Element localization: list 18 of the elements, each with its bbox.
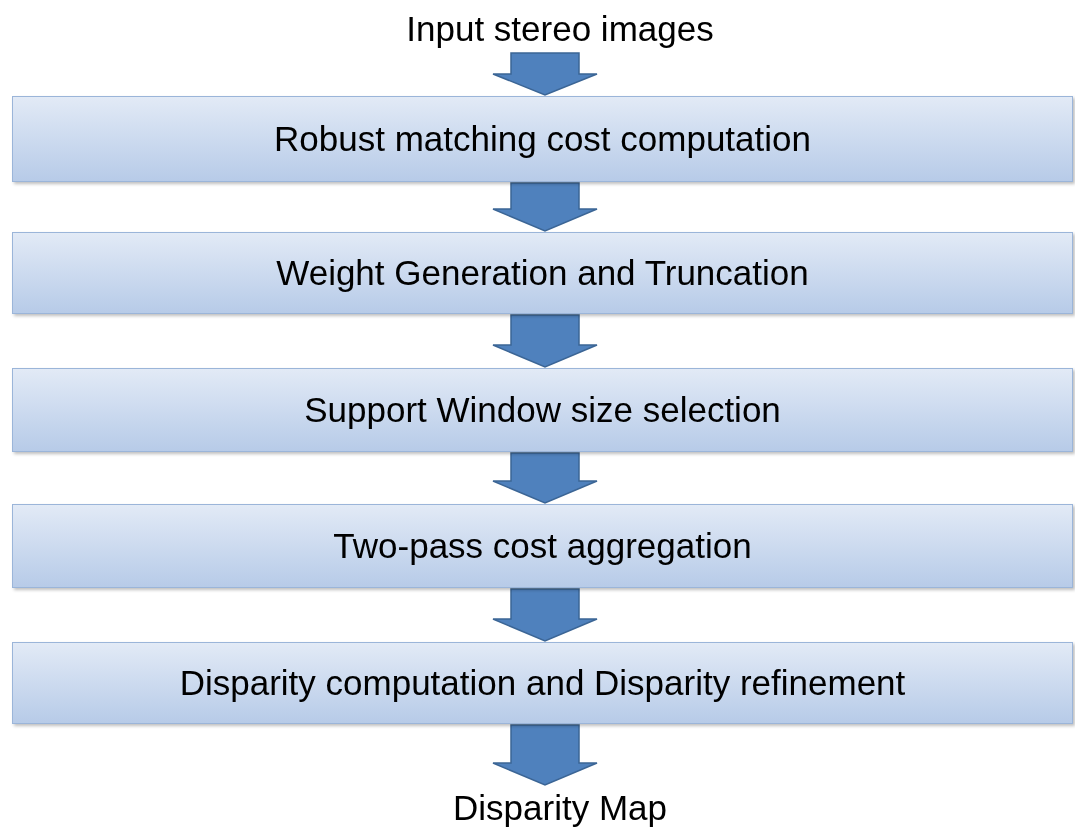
flow-label: Input stereo images xyxy=(406,8,714,51)
block-arrow xyxy=(492,182,598,232)
block-arrow xyxy=(492,314,598,368)
block-arrow xyxy=(492,452,598,504)
block-arrow xyxy=(492,52,598,96)
process-box xyxy=(12,232,1073,314)
block-arrow xyxy=(492,724,598,786)
process-box xyxy=(12,368,1073,452)
flow-label: Disparity Map xyxy=(453,787,667,830)
step-label: Weight Generation and Truncation xyxy=(276,252,809,295)
step-label: Robust matching cost computation xyxy=(274,118,811,161)
step-label: Disparity computation and Disparity refinement xyxy=(179,662,906,705)
process-box xyxy=(12,642,1073,724)
process-box xyxy=(12,504,1073,588)
step-label: Two-pass cost aggregation xyxy=(333,525,752,568)
process-box xyxy=(12,96,1073,182)
step-label: Support Window size selection xyxy=(304,389,781,432)
block-arrow xyxy=(492,588,598,642)
